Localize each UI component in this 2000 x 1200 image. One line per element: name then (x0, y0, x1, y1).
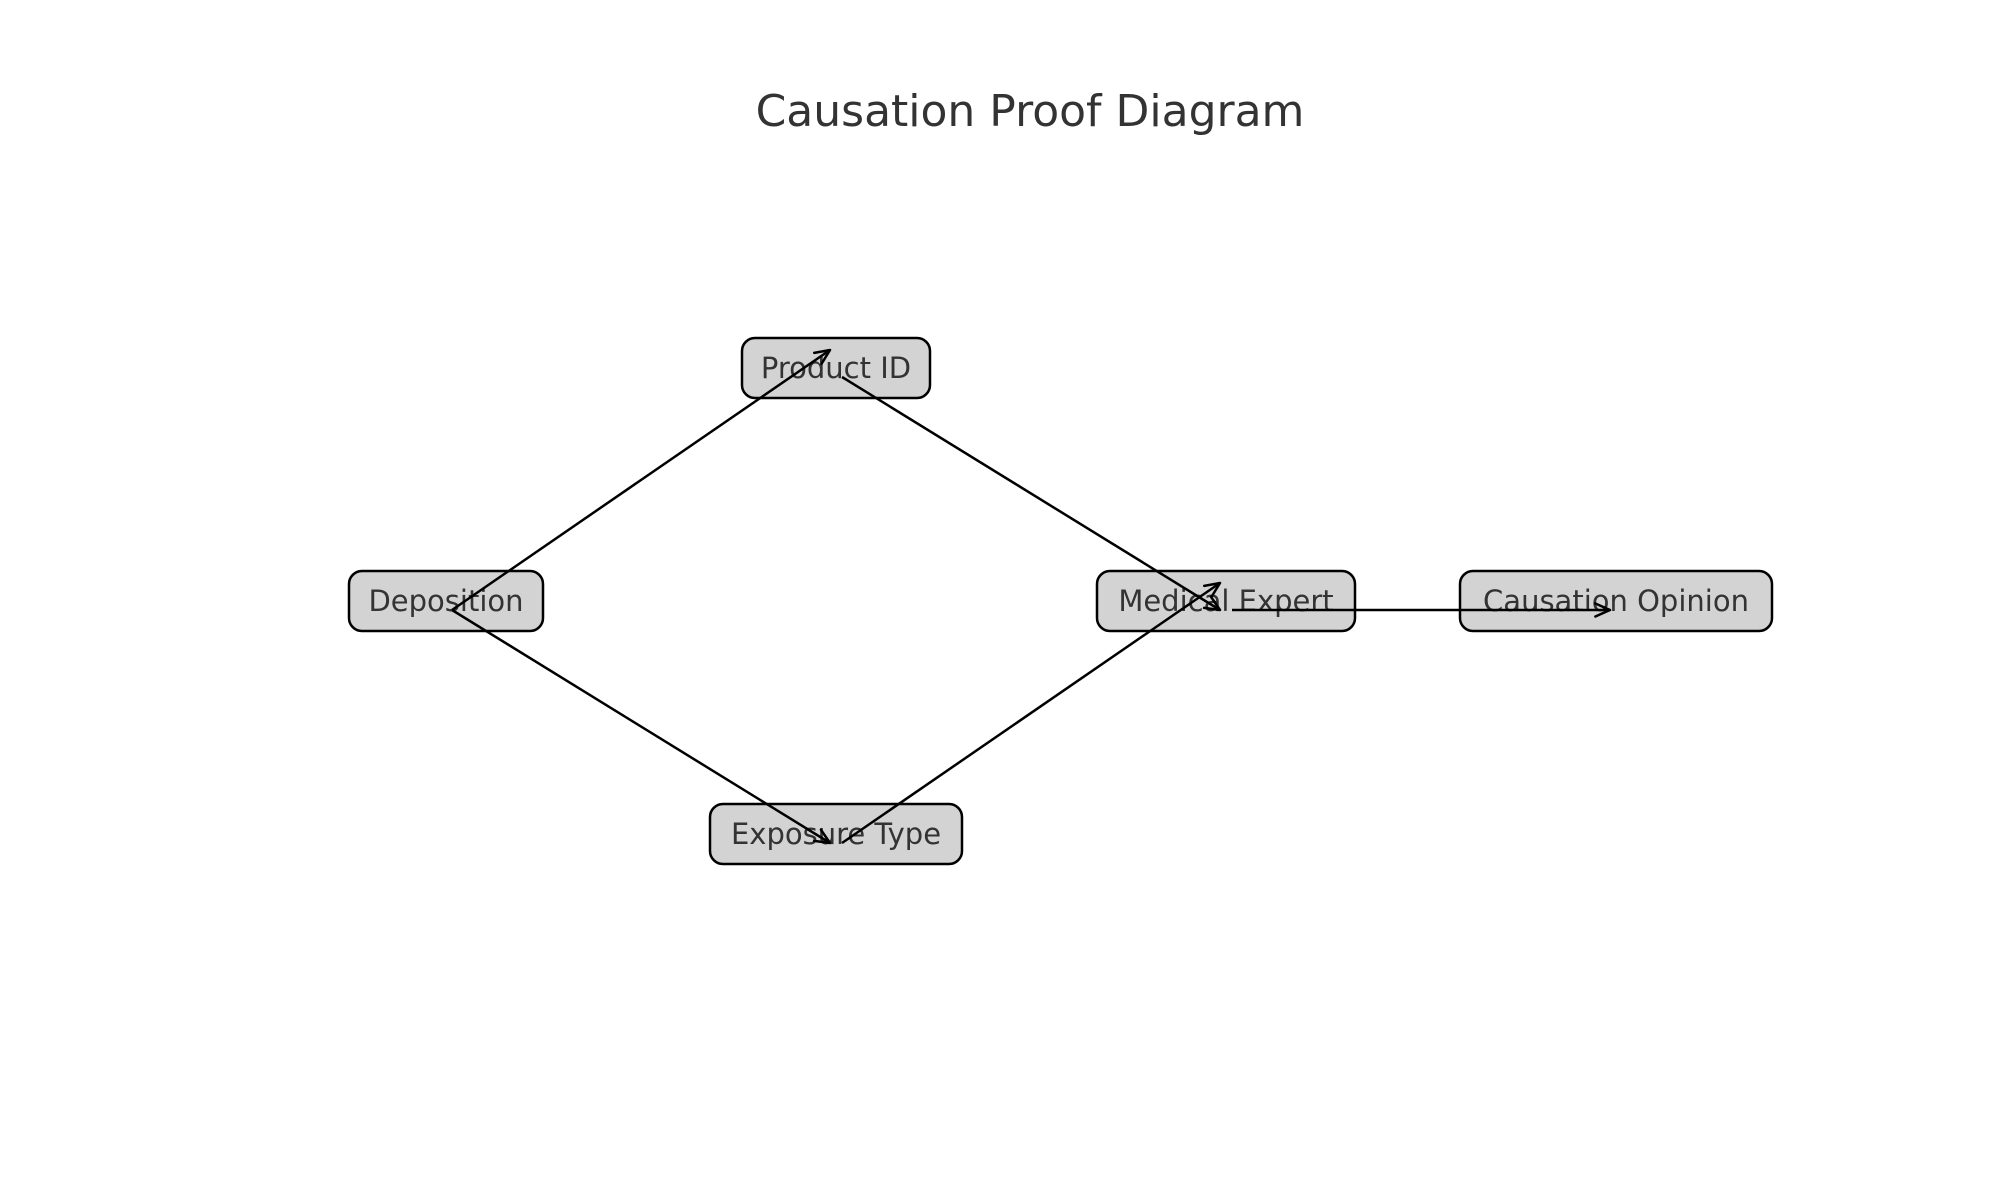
edge-line (841, 581, 1221, 845)
edge-product-id-to-medical-expert (841, 375, 1222, 612)
edge-line (451, 608, 831, 845)
node-box (708, 802, 964, 866)
nodes-layer: Deposition Product ID Exposure Type Medical… (347, 336, 1774, 866)
arrow-head-icon (1594, 602, 1612, 618)
node-causation-opinion: Causation Opinion (1458, 569, 1774, 633)
node-label: Deposition (368, 584, 523, 618)
node-label: Causation Opinion (1483, 584, 1749, 618)
arrow-head-icon (812, 828, 832, 845)
edge-line (451, 348, 831, 612)
edge-exposure-type-to-medical-expert (841, 581, 1222, 845)
node-box (1458, 569, 1774, 633)
diagram-title: Causation Proof Diagram (756, 86, 1305, 137)
edge-deposition-to-product-id (451, 348, 832, 612)
node-product-id: Product ID (740, 336, 932, 400)
node-label: Medical Expert (1118, 584, 1333, 618)
node-medical-expert: Medical Expert (1095, 569, 1357, 633)
node-label: Product ID (761, 351, 911, 385)
edge-line (841, 375, 1221, 612)
arrow-head-icon (1203, 581, 1222, 598)
edge-medical-expert-to-causation-opinion (1232, 602, 1612, 618)
edge-deposition-to-exposure-type (451, 608, 832, 845)
arrow-head-icon (1202, 595, 1222, 612)
node-box (347, 569, 545, 633)
node-deposition: Deposition (347, 569, 545, 633)
edges-layer (451, 348, 1612, 845)
node-exposure-type: Exposure Type (708, 802, 964, 866)
arrow-head-icon (813, 348, 832, 365)
node-box (1095, 569, 1357, 633)
node-box (740, 336, 932, 400)
node-label: Exposure Type (731, 817, 941, 851)
